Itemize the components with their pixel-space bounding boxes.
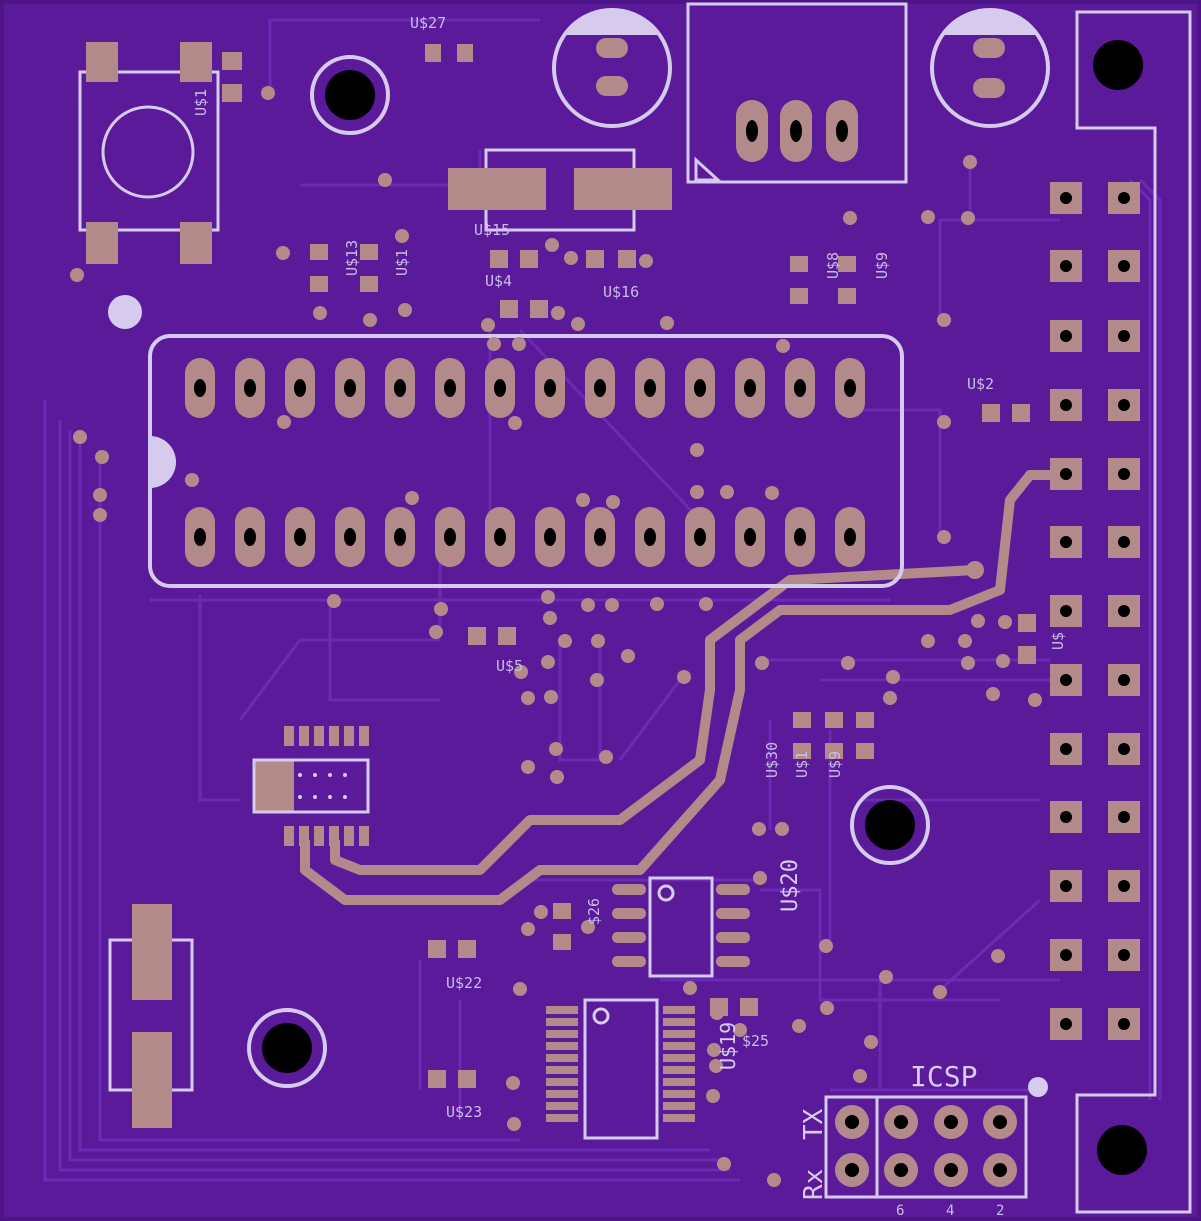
header-outline — [1075, 10, 1192, 1214]
label-u2: U$2 — [967, 375, 994, 393]
label-u22: U$22 — [446, 974, 482, 992]
label-pin6: 6 — [896, 1203, 904, 1219]
label-u31: U$1 — [793, 751, 811, 778]
label-tx: TX — [799, 1108, 829, 1140]
reset-switch — [78, 42, 242, 264]
label-u19: U$19 — [716, 1022, 740, 1070]
label-u9: U$9 — [873, 252, 891, 279]
power-connector — [108, 904, 194, 1128]
label-u5: U$5 — [496, 657, 523, 675]
mounting-holes — [247, 40, 1147, 1175]
silkscreen-labels: U$1 U$27 U$13 U$1 U$15 U$4 U$16 U$8 U$9 … — [192, 14, 1067, 1219]
label-icsp: ICSP — [910, 1060, 977, 1093]
label-u1: U$1 — [192, 89, 210, 116]
label-u8: U$8 — [824, 252, 842, 279]
label-pin4: 4 — [946, 1203, 954, 1219]
label-u29: U$9 — [826, 751, 844, 778]
label-u20: U$20 — [778, 859, 803, 912]
label-u26: $26 — [585, 898, 603, 925]
label-u14: U$1 — [393, 249, 411, 276]
label-u23: U$23 — [446, 1103, 482, 1121]
smd-pads — [310, 44, 1036, 1088]
vias — [70, 86, 1042, 1187]
label-u16: U$16 — [603, 283, 639, 301]
usb-chip — [252, 726, 370, 846]
label-u4: U$4 — [485, 272, 512, 290]
label-u27: U$27 — [410, 14, 446, 32]
soic20-chip — [546, 998, 695, 1140]
icsp-header — [824, 1095, 1028, 1199]
label-u15: U$15 — [474, 221, 510, 239]
label-u25: $25 — [742, 1032, 769, 1050]
soic8-chip — [612, 876, 750, 978]
fiducial — [108, 295, 142, 329]
fiducial — [1028, 1077, 1048, 1097]
label-u30: U$30 — [763, 742, 781, 778]
header-pads — [1050, 182, 1140, 1040]
label-rx: Rx — [799, 1169, 829, 1200]
label-pin2: 2 — [996, 1203, 1004, 1219]
microcontroller-dip28 — [148, 334, 904, 588]
crystal — [448, 148, 672, 232]
power-traces — [300, 470, 1065, 905]
label-u6: U$ — [1049, 632, 1067, 650]
voltage-regulator — [686, 2, 908, 184]
label-u13: U$13 — [343, 240, 361, 276]
electrolytic-caps — [552, 8, 1050, 128]
